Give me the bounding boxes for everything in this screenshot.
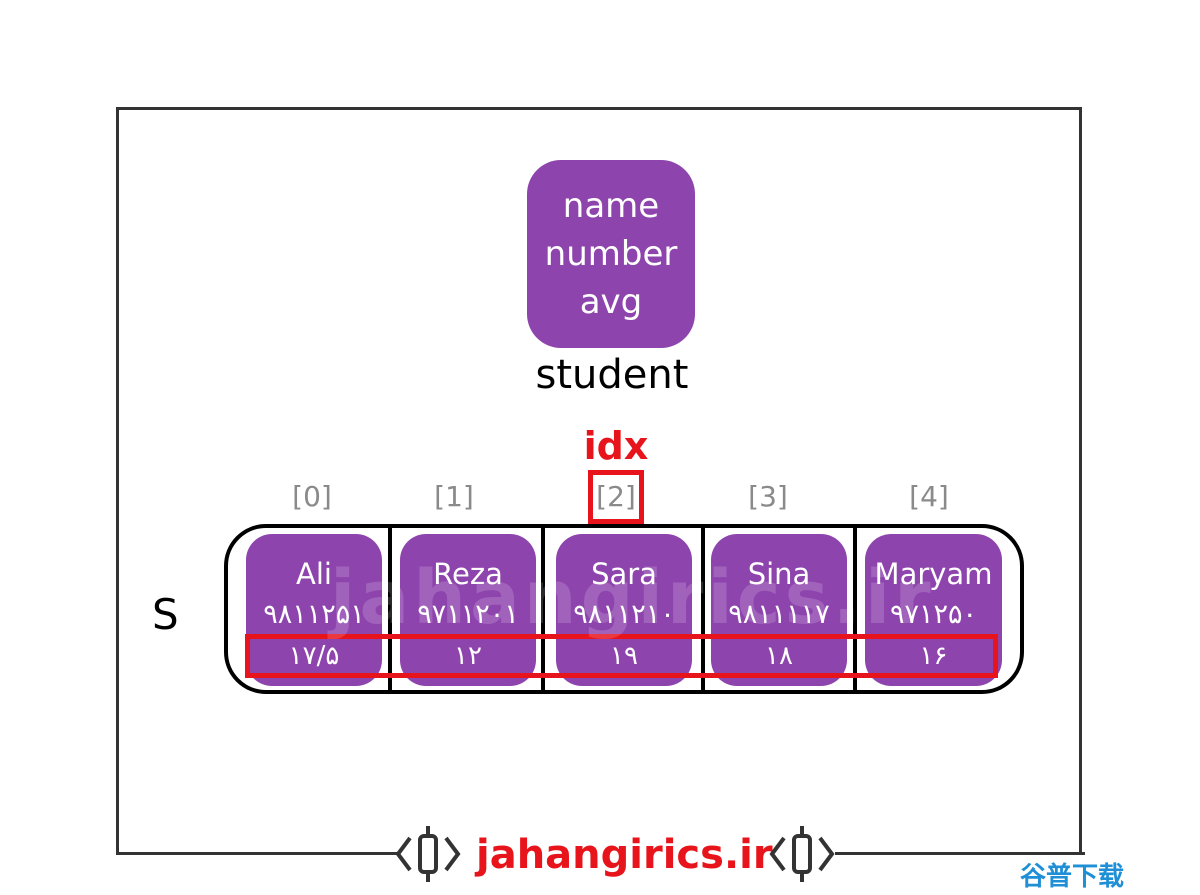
frame-bottom-right	[835, 852, 1085, 855]
struct-field-number: number	[544, 234, 678, 274]
student-name: Sara	[591, 557, 657, 591]
student-cell-3: Sina ۹۸۱۱۱۱۷ ۱۸	[711, 534, 847, 686]
student-cell-2: Sara ۹۸۱۱۲۱۰ ۱۹	[556, 534, 692, 686]
student-name: Ali	[296, 557, 332, 591]
student-name: Maryam	[874, 557, 993, 591]
student-avg: ۱۶	[919, 641, 948, 671]
struct-definition-box: name number avg	[527, 160, 695, 348]
struct-field-name: name	[562, 186, 660, 226]
diagram-frame	[116, 107, 1082, 853]
student-avg: ۱۹	[610, 641, 638, 671]
student-avg: ۱۷/۵	[288, 641, 340, 671]
student-cell-0: Ali ۹۸۱۱۲۵۱ ۱۷/۵	[246, 534, 382, 686]
code-brackets-icon	[769, 826, 835, 882]
struct-type-label: student	[535, 352, 689, 398]
student-name: Reza	[433, 557, 503, 591]
array-index-4: [4]	[909, 480, 949, 513]
student-cell-1: Reza ۹۷۱۱۲۰۱ ۱۲	[400, 534, 536, 686]
array-divider	[853, 524, 857, 694]
brand-text: jahangirics.ir	[476, 832, 773, 878]
student-number: ۹۸۱۱۱۱۷	[728, 599, 830, 630]
code-brackets-icon	[395, 826, 461, 882]
student-number: ۹۸۱۱۲۵۱	[263, 599, 365, 630]
student-number: ۹۸۱۱۲۱۰	[573, 599, 675, 630]
array-divider	[388, 524, 392, 694]
student-cell-4: Maryam ۹۷۱۲۵۰ ۱۶	[865, 534, 1002, 686]
array-index-1: [1]	[434, 480, 474, 513]
array-index-2: [2]	[596, 480, 636, 513]
array-divider	[541, 524, 545, 694]
avg-row-highlight-box	[245, 634, 998, 678]
array-index-3: [3]	[748, 480, 788, 513]
idx-highlight-box	[588, 470, 644, 524]
array-index-0: [0]	[292, 480, 332, 513]
array-name-label: S	[152, 590, 179, 639]
struct-field-avg: avg	[579, 282, 643, 322]
student-avg: ۱۲	[454, 641, 482, 671]
student-number: ۹۷۱۲۵۰	[889, 599, 977, 630]
array-divider	[701, 524, 705, 694]
student-avg: ۱۸	[765, 641, 793, 671]
student-name: Sina	[747, 557, 811, 591]
corner-site-mark: 谷普下载	[1020, 862, 1125, 892]
idx-label: idx	[583, 424, 649, 468]
frame-bottom-left	[116, 852, 398, 855]
student-number: ۹۷۱۱۲۰۱	[417, 599, 519, 630]
array-container	[224, 524, 1024, 694]
